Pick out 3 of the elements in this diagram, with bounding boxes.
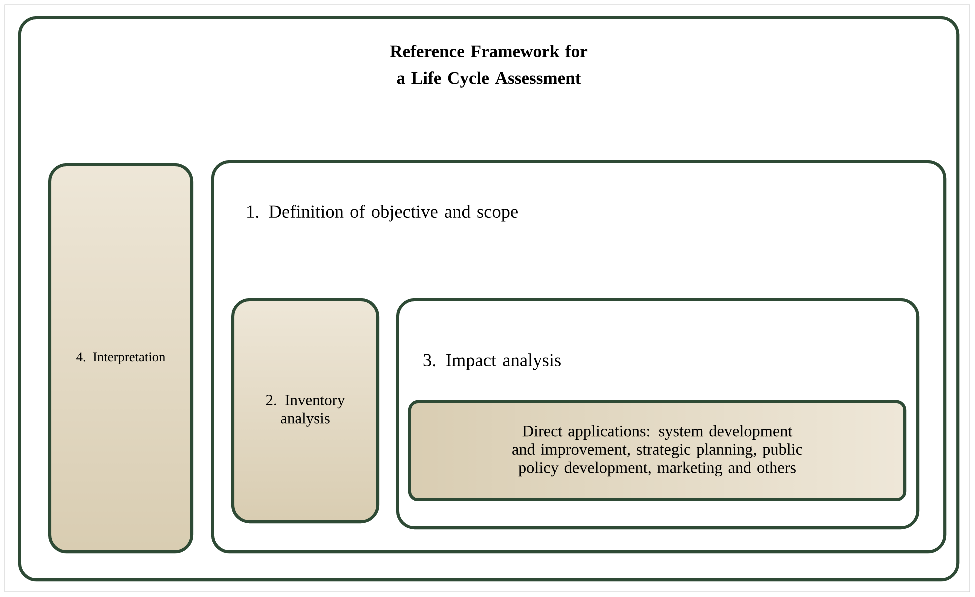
stage-box: 2. Inventory analysis [231, 298, 380, 524]
applications-box: Direct applications: system development and improvement, strategic planning, public policy development, marketing and others [408, 400, 907, 502]
stage-box: 4. Interpretation [48, 163, 194, 554]
